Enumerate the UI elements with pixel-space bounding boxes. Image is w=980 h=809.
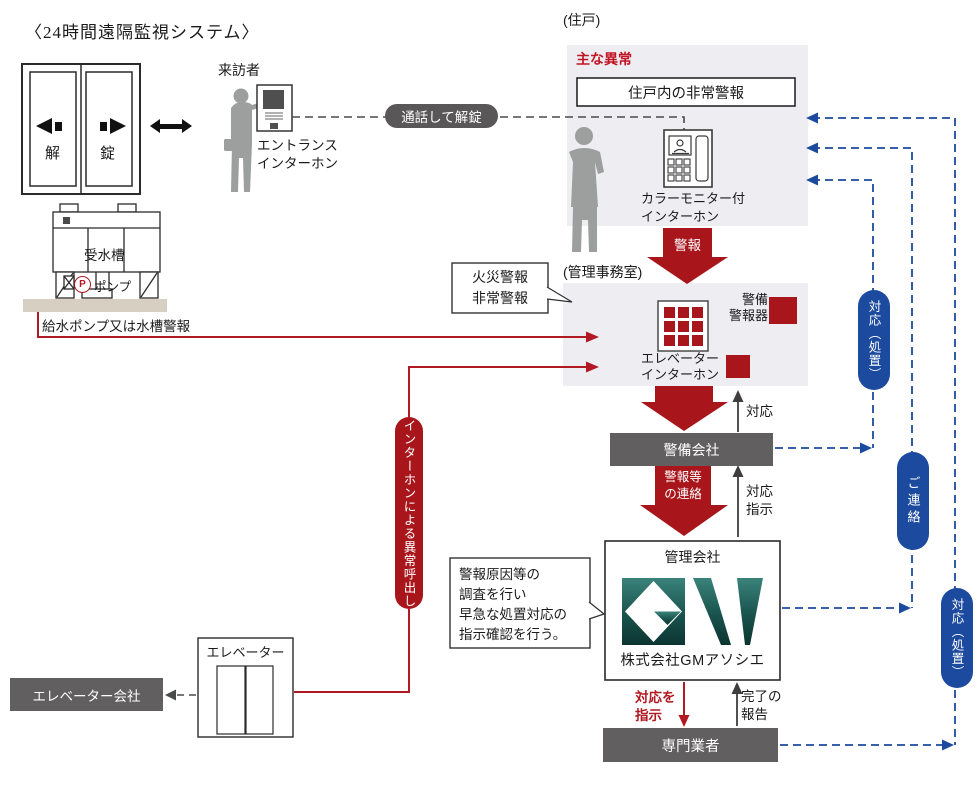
- ground-strip: [23, 299, 167, 312]
- instruct-response-label: 対応を 指示: [635, 690, 676, 723]
- management-label: 管理会社: [664, 549, 721, 565]
- contact-pill: ご連絡: [897, 452, 929, 550]
- response-arrows: [736, 400, 739, 726]
- elevator-intercom-square: [726, 355, 750, 378]
- specialist-bar: 専門業者: [603, 728, 778, 762]
- tank-label: 受水槽: [84, 248, 125, 263]
- intercom-call-pill: インターホンによる異常呼出し: [395, 417, 423, 609]
- security-alarm-panel-icon: [657, 300, 709, 352]
- office-header: (管理事務室): [563, 264, 643, 280]
- respond-bottom-pill: 対応（処置）: [941, 588, 973, 688]
- respond-label: 対応: [746, 404, 773, 419]
- water-tank-icon: [52, 203, 161, 299]
- management-company-name: 株式会社GMアソシエ: [620, 652, 765, 669]
- door-lock-label: 錠: [100, 145, 116, 162]
- office-to-security-arrow: [641, 386, 728, 431]
- management-note-box: [449, 557, 591, 649]
- security-to-management-arrow: [640, 466, 728, 536]
- security-alarm-device-label: 警備 警報器: [728, 292, 768, 323]
- visitor-label: 来訪者: [218, 62, 260, 78]
- alarm-arrow-label: 警報: [674, 238, 701, 253]
- response-arrowheads: [731, 390, 744, 694]
- unit-header: (住戸): [563, 12, 601, 28]
- double-arrow-icon: [150, 119, 192, 133]
- pump-p-badge: P: [74, 276, 91, 293]
- blue-arrowheads: [806, 112, 954, 751]
- elevator-company-arrowhead: [165, 689, 176, 701]
- door-unlock-label: 解: [45, 145, 61, 162]
- elevator-intercom-label: エレベーター インターホン: [641, 351, 720, 382]
- pump-label: ポンプ: [94, 280, 132, 294]
- red-alarm-lines: [37, 312, 685, 717]
- security-company-bar: 警備会社: [610, 433, 773, 466]
- elevator-company-bar: エレベーター会社: [10, 678, 163, 711]
- respond-instruct-label: 対応 指示: [746, 484, 773, 517]
- completion-report-label: 完了の 報告: [741, 689, 782, 722]
- emergency-alert-label: 住戸内の非常警報: [628, 85, 744, 102]
- alarm-contact-label: 警報等 の連絡: [664, 469, 702, 501]
- elevator-label: エレベーター: [206, 644, 285, 660]
- pump-alarm-label: 給水ポンプ又は水槽警報: [42, 319, 191, 334]
- alarm-arrows: [640, 228, 728, 536]
- management-note-label: 警報原因等の 調査を行い 早急な処置対応の 指示確認を行う。: [459, 567, 567, 642]
- color-monitor-intercom-label: カラーモニター付 インターホン: [641, 191, 746, 224]
- resident-silhouette: [569, 127, 604, 252]
- talk-unlock-pill: 通話して解錠: [385, 104, 498, 128]
- respond-top-pill: 対応（処置）: [858, 290, 890, 390]
- elevator-doors-icon: [216, 665, 274, 735]
- entrance-intercom-icon: [256, 84, 293, 132]
- visitor-silhouette: [224, 88, 262, 192]
- page-title: 〈24時間遠隔監視システム〉: [25, 23, 260, 42]
- fire-alarm-bubble-label: 火災警報 非常警報: [472, 269, 528, 306]
- alarm-arrow-down: [647, 228, 728, 284]
- red-arrowheads: [586, 331, 690, 727]
- fire-alarm-bubble-box: [451, 262, 549, 314]
- management-note-tail: [588, 601, 606, 620]
- main-abnormal-label: 主な異常: [576, 51, 632, 67]
- fire-alarm-bubble-tail: [546, 286, 573, 303]
- gm-logo: [622, 578, 763, 645]
- door-icon: [21, 63, 141, 195]
- color-monitor-intercom-icon: [663, 129, 713, 188]
- alarm-indicator-square: [769, 297, 797, 324]
- entrance-intercom-label: エントランス インターホン: [257, 138, 338, 171]
- emergency-alert-box: [576, 77, 796, 107]
